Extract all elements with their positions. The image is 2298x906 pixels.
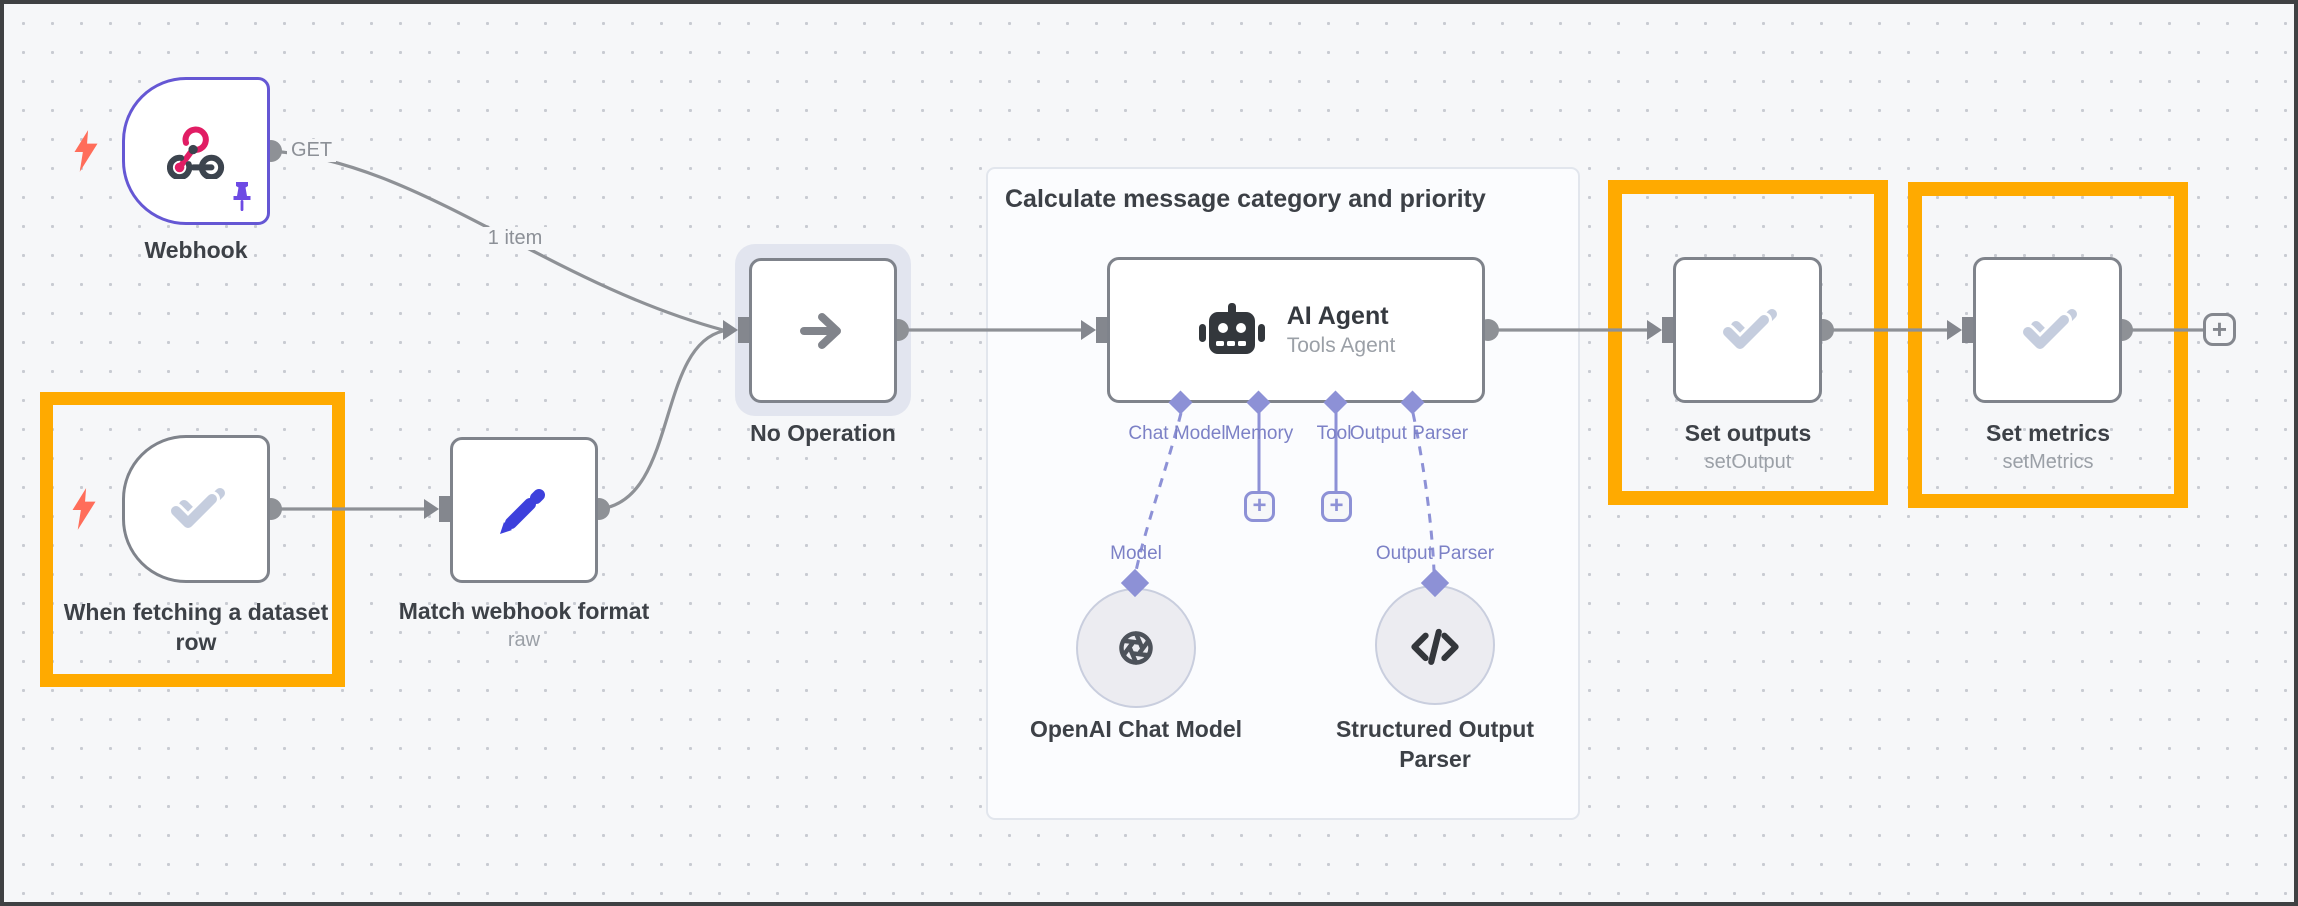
highlight-box-set-outputs	[1608, 180, 1888, 505]
port-label-chat-model: Chat Model	[1128, 423, 1226, 444]
node-label-ai-agent: AI Agent	[1286, 302, 1389, 330]
input-arrow-setoutputs	[1647, 320, 1662, 340]
arrow-right-icon	[800, 312, 841, 349]
trigger-bolt-icon	[74, 130, 98, 172]
node-structured-output-parser[interactable]	[1375, 585, 1495, 705]
node-webhook[interactable]	[122, 77, 270, 225]
input-arrow-match	[424, 499, 439, 519]
add-tool-button[interactable]: +	[1321, 491, 1352, 522]
edit-pencil-icon	[500, 489, 545, 534]
node-label-when-fetching: When fetching a dataset row	[63, 599, 329, 655]
input-arrow-noop	[723, 320, 738, 340]
highlight-box-when-fetching	[40, 392, 345, 687]
input-port-aiagent[interactable]	[1096, 317, 1107, 343]
port-label-memory: Memory	[1224, 423, 1294, 444]
node-when-fetching-dataset-row[interactable]	[122, 435, 270, 583]
node-label-set-outputs: Set outputs	[1684, 420, 1812, 446]
highlight-box-set-metrics	[1908, 182, 2188, 508]
input-port-setmetrics[interactable]	[1962, 317, 1973, 343]
code-brackets-icon	[1411, 628, 1459, 665]
node-ai-agent[interactable]: AI Agent Tools Agent	[1107, 257, 1485, 403]
node-sublabel-set-metrics: setMetrics	[2002, 451, 2094, 473]
node-label-openai-chat-model: OpenAI Chat Model	[1029, 716, 1243, 742]
connection-chatmodel-dashed[interactable]	[1134, 412, 1183, 572]
node-label-no-operation: No Operation	[750, 420, 896, 446]
node-sublabel-set-outputs: setOutput	[1704, 451, 1792, 473]
edge-label-get: GET	[287, 139, 337, 162]
trigger-bolt-icon	[72, 488, 96, 530]
port-label-tool: Tool	[1316, 423, 1352, 444]
input-port-setoutputs[interactable]	[1662, 317, 1673, 343]
node-sublabel-match-webhook: raw	[507, 629, 541, 651]
connection-outputparser-dashed[interactable]	[1411, 412, 1436, 572]
input-port-noop[interactable]	[738, 317, 749, 343]
double-check-icon	[1719, 309, 1777, 352]
pin-icon	[233, 182, 251, 211]
webhook-icon	[167, 126, 225, 179]
node-label-match-webhook: Match webhook format	[398, 598, 650, 624]
node-label-structured-output-parser: Structured Output Parser	[1335, 716, 1535, 772]
double-check-icon	[2019, 309, 2077, 352]
node-label-webhook: Webhook	[144, 237, 248, 263]
port-label-output-parser: Output Parser	[1349, 423, 1469, 444]
add-node-button[interactable]: +	[2203, 313, 2236, 346]
edge-label-1-item: 1 item	[470, 227, 560, 250]
openai-logo-icon	[1119, 631, 1153, 665]
input-port-match[interactable]	[439, 496, 450, 522]
connection-match-to-noop[interactable]	[598, 329, 724, 511]
input-arrow-aiagent	[1081, 320, 1096, 340]
robot-icon	[1198, 303, 1265, 354]
node-set-outputs[interactable]	[1673, 257, 1822, 403]
node-match-webhook-format[interactable]	[450, 437, 598, 583]
port-label-model: Model	[1110, 543, 1162, 564]
port-label-output-parser-sub: Output Parser	[1375, 543, 1495, 564]
node-set-metrics[interactable]	[1973, 257, 2122, 403]
add-memory-button[interactable]: +	[1244, 491, 1275, 522]
node-label-set-metrics: Set metrics	[1985, 420, 2110, 446]
node-no-operation[interactable]	[749, 258, 897, 403]
input-arrow-setmetrics	[1947, 320, 1962, 340]
node-openai-chat-model[interactable]	[1076, 588, 1196, 708]
node-sublabel-ai-agent: Tools Agent	[1286, 334, 1396, 357]
double-check-icon	[168, 488, 225, 531]
group-title: Calculate message category and priority	[1005, 185, 1486, 213]
